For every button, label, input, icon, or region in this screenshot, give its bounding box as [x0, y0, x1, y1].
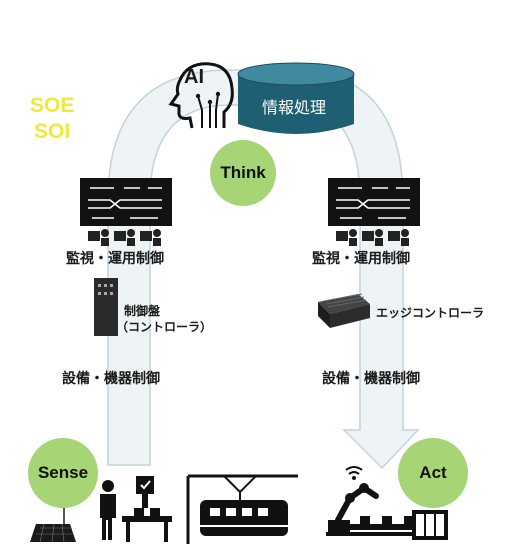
right-equipment-label: 設備・機器制御 — [322, 371, 420, 387]
edge-controller-icon — [318, 293, 370, 328]
soi-label: SOI — [34, 120, 71, 143]
ai-head-icon — [168, 62, 234, 129]
think-label: Think — [220, 163, 266, 182]
robot-arm-icon — [326, 466, 448, 540]
edge-controller-label: エッジコントローラ — [376, 306, 485, 320]
think-circle: Think — [210, 140, 276, 206]
panel-label-1: 制御盤 — [124, 304, 161, 318]
left-monitoring-screen-icon — [80, 178, 172, 226]
right-monitor-label: 監視・運用制御 — [312, 251, 410, 267]
train-icon — [186, 474, 298, 544]
right-operators-icon — [336, 229, 409, 246]
control-panel-icon — [94, 278, 118, 336]
database-cylinder-icon — [237, 62, 355, 134]
sense-label: Sense — [37, 463, 89, 482]
act-label: Act — [419, 463, 447, 482]
panel-label-2: （コントローラ） — [116, 320, 213, 334]
info-processing-label: 情報処理 — [262, 98, 327, 117]
worker-conveyor-icon — [100, 476, 172, 542]
right-monitoring-screen-icon — [328, 178, 420, 226]
left-equipment-label: 設備・機器制御 — [62, 371, 160, 387]
ai-label: AI — [184, 66, 204, 88]
left-operators-icon — [88, 229, 161, 246]
soe-label: SOE — [30, 94, 75, 117]
act-circle: Act — [398, 438, 468, 508]
sense-circle: Sense — [28, 438, 98, 508]
left-monitor-label: 監視・運用制御 — [66, 251, 164, 267]
